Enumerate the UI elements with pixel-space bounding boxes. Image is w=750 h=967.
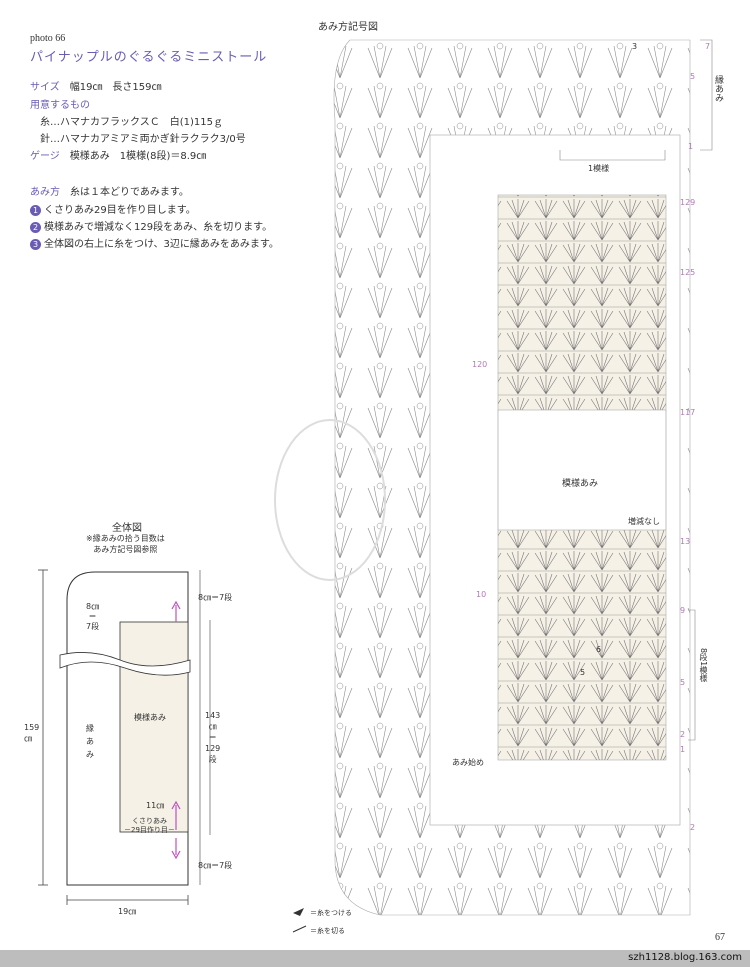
howto-row: あみ方糸は１本どりであみます。 <box>30 183 189 198</box>
overview-center-label: 模様あみ <box>134 713 166 722</box>
row-marker: 117 <box>680 408 696 417</box>
legend-join: ＝糸をつける <box>310 909 352 917</box>
step-number: 1 <box>30 204 41 216</box>
overview-note: ※縁あみの拾う目数は あみ方記号図参照 <box>86 534 165 554</box>
pattern-label: 模様あみ <box>562 479 599 489</box>
overview-top-edge: 8㎝＝7段 <box>198 593 233 602</box>
photo-number: photo 66 <box>30 33 66 44</box>
edge-marker: 1 <box>688 142 694 151</box>
howto-intro: 糸は１本どりであみます。 <box>70 187 189 198</box>
size-value: 幅19㎝ 長さ159㎝ <box>69 82 162 93</box>
step-number: 2 <box>30 221 41 233</box>
materials-yarn: 糸…ハマナカフラックスＣ 白(1)115ｇ <box>40 117 223 128</box>
page-title: パイナップルのぐるぐるミニストール <box>30 50 268 65</box>
row-marker: 9 <box>680 606 686 615</box>
step-number: 3 <box>30 238 41 250</box>
overview-bottom-edge: 8㎝＝7段 <box>198 861 233 870</box>
edge-marker: 7 <box>705 42 711 51</box>
gauge-row: ゲージ模様あみ 1模様(8段)＝8.9㎝ <box>30 147 206 162</box>
size-label: サイズ <box>30 82 60 93</box>
row-marker: 120 <box>472 360 488 369</box>
materials-label: 用意するもの <box>30 100 90 111</box>
overview-width: 19㎝ <box>118 907 137 916</box>
howto-label: あみ方 <box>30 187 60 198</box>
row-marker: 13 <box>680 537 691 546</box>
edge-label: 縁あみ <box>713 75 723 102</box>
overview-length: 159 ㎝ <box>24 723 40 743</box>
inner-marker: 3 <box>632 42 638 51</box>
row-marker: 129 <box>680 198 696 207</box>
edge-marker: 2 <box>690 823 696 832</box>
inner-marker: 6 <box>596 645 602 654</box>
row-marker: 10 <box>476 590 487 599</box>
overview-chain: くさりあみ －29目作り目－ <box>124 817 175 834</box>
overview-title: 全体図 <box>112 523 142 534</box>
watermark-text: szh1128.blog.163.com <box>628 952 742 963</box>
inner-marker: 5 <box>580 668 586 677</box>
gauge-value: 模様あみ 1模様(8段)＝8.9㎝ <box>69 151 207 162</box>
no-change-label: 増減なし <box>628 517 660 526</box>
edge-marker: 5 <box>690 72 696 81</box>
chart-title: あみ方記号図 <box>318 22 378 33</box>
page-number: 67 <box>715 932 725 943</box>
materials-hook: 針…ハマナカアミアミ両かぎ針ラクラク3/0号 <box>40 134 246 145</box>
start-label: あみ始め <box>452 758 484 767</box>
one-motif-label: 1模様 <box>588 164 610 173</box>
gauge-label: ゲージ <box>30 151 60 162</box>
row-marker: 1 <box>680 745 686 754</box>
row-marker: 2 <box>680 730 686 739</box>
row-marker: 125 <box>680 268 696 277</box>
overview-edge-label: 縁 あ み <box>86 724 94 759</box>
overview-side-width: 8㎝ ＝ 7段 <box>86 602 100 631</box>
overview-center-length: 143 ㎝ ＝ 129 段 <box>205 711 221 764</box>
size-row: サイズ幅19㎝ 長さ159㎝ <box>30 78 162 93</box>
overview-center-width: 11㎝ <box>146 801 165 810</box>
legend-cut: ＝糸を切る <box>310 927 345 935</box>
watermark-bar: szh1128.blog.163.com <box>0 950 750 967</box>
row-marker: 5 <box>680 678 686 687</box>
eight-rows-label: 8段1模様 <box>699 648 708 683</box>
